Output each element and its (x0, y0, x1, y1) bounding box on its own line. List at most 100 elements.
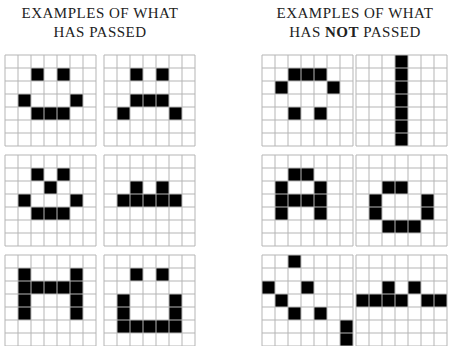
grid-line (104, 94, 195, 95)
grid-line (5, 146, 96, 147)
filled-cell (70, 268, 83, 281)
filled-cell (395, 133, 408, 146)
column-heading: EXAMPLES OF WHAT HAS PASSED (10, 4, 190, 42)
filled-cell (301, 281, 314, 294)
filled-cell (130, 194, 143, 207)
grid-line (356, 81, 447, 82)
grid-line (262, 107, 353, 108)
filled-cell (369, 194, 382, 207)
grid-line (447, 155, 448, 246)
grid-line (83, 255, 84, 346)
grid-line (314, 155, 315, 246)
filled-cell (314, 181, 327, 194)
grid-line (104, 233, 195, 234)
grid-line (195, 155, 196, 246)
grid-line (314, 55, 315, 146)
filled-cell (18, 294, 31, 307)
grid-line (156, 55, 157, 146)
grid-line (356, 246, 447, 247)
grid-line (96, 155, 97, 246)
grid-line (262, 246, 353, 247)
grid-line (262, 55, 353, 56)
filled-cell (57, 68, 70, 81)
grid-line (421, 155, 422, 246)
grid-line (301, 55, 302, 146)
pixel-grid (262, 255, 353, 346)
grid-line (104, 168, 195, 169)
filled-cell (44, 107, 57, 120)
pixel-grid (262, 55, 353, 146)
grid-line (340, 155, 341, 246)
filled-cell (70, 281, 83, 294)
filled-cell (356, 294, 369, 307)
grid-line (5, 68, 96, 69)
filled-cell (18, 281, 31, 294)
grid-line (356, 155, 357, 246)
grid-line (395, 255, 396, 346)
grid-line (262, 120, 353, 121)
grid-line (382, 255, 383, 346)
filled-cell (117, 194, 130, 207)
filled-cell (288, 255, 301, 268)
filled-cell (31, 281, 44, 294)
grid-line (340, 255, 341, 346)
grid-line (356, 233, 447, 234)
grid-line (262, 294, 353, 295)
grid-line (356, 107, 447, 108)
grid-line (5, 207, 96, 208)
grid-line (356, 307, 447, 308)
grid-line (262, 155, 263, 246)
grid-line (5, 55, 6, 146)
grid-line (104, 220, 195, 221)
grid-line (156, 155, 157, 246)
filled-cell (57, 107, 70, 120)
filled-cell (169, 307, 182, 320)
grid-line (327, 55, 328, 146)
grid-line (275, 55, 276, 146)
grid-line (5, 320, 96, 321)
pixel-grid (104, 155, 195, 246)
grid-line (275, 255, 276, 346)
grid-line (117, 255, 118, 346)
grid-line (356, 194, 447, 195)
grid-line (195, 255, 196, 346)
filled-cell (382, 281, 395, 294)
grid-line (70, 55, 71, 146)
filled-cell (156, 181, 169, 194)
filled-cell (31, 68, 44, 81)
grid-line (18, 155, 19, 246)
grid-line (356, 220, 447, 221)
grid-line (356, 55, 447, 56)
grid-line (262, 207, 353, 208)
grid-line (288, 255, 289, 346)
grid-line (262, 81, 353, 82)
grid-line (5, 181, 96, 182)
pixel-grid (262, 155, 353, 246)
filled-cell (169, 194, 182, 207)
filled-cell (143, 94, 156, 107)
filled-cell (18, 268, 31, 281)
grid-line (18, 255, 19, 346)
grid-line (262, 268, 353, 269)
grid-line (104, 55, 195, 56)
filled-cell (340, 320, 353, 333)
filled-cell (382, 294, 395, 307)
filled-cell (143, 194, 156, 207)
filled-cell (395, 107, 408, 120)
filled-cell (314, 107, 327, 120)
grid-line (44, 55, 45, 146)
grid-line (434, 155, 435, 246)
grid-line (104, 268, 195, 269)
pixel-grid (356, 55, 447, 146)
grid-line (117, 55, 118, 146)
filled-cell (156, 320, 169, 333)
filled-cell (31, 107, 44, 120)
grid-line (369, 155, 370, 246)
grid-line (104, 207, 195, 208)
grid-line (130, 155, 131, 246)
grid-line (262, 94, 353, 95)
grid-line (5, 246, 96, 247)
filled-cell (288, 194, 301, 207)
grid-line (57, 255, 58, 346)
filled-cell (288, 168, 301, 181)
